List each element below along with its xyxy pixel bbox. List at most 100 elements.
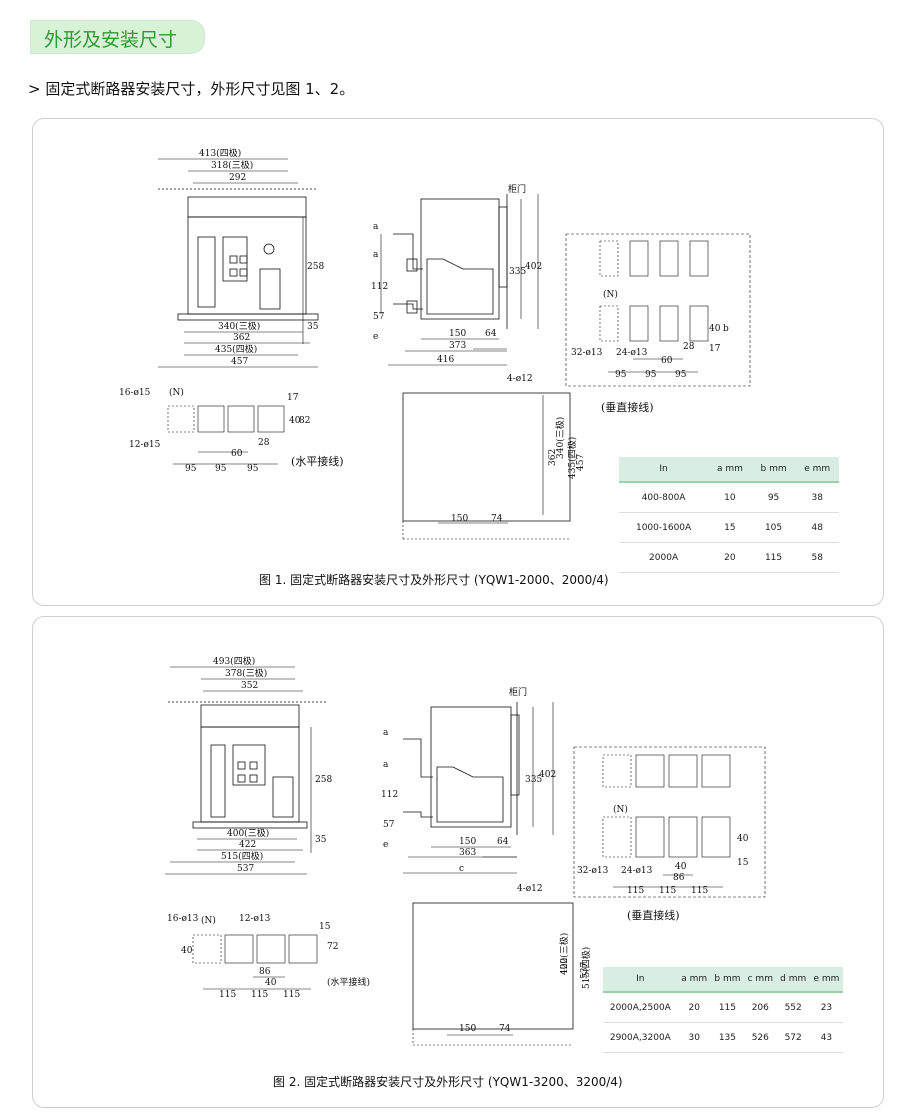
dim-label: 72	[327, 942, 338, 952]
dim-label: 28	[258, 438, 270, 448]
table-cell: 206	[744, 992, 777, 1023]
dim-label: 95	[615, 370, 627, 380]
dim-label: 35	[307, 322, 319, 332]
section-tab: 外形及安装尺寸	[30, 20, 205, 54]
dim-label: 335	[509, 267, 526, 277]
dim-label: e	[373, 332, 378, 342]
dim-label: 362	[233, 333, 250, 343]
dim-label: 292	[229, 173, 246, 183]
dim-label: 373	[449, 341, 466, 351]
table-cell: 23	[809, 992, 843, 1023]
dim-label: 74	[499, 1024, 511, 1034]
fig2-caption: 图 2. 固定式断路器安装尺寸及外形尺寸 (YQW1-3200、3200/4)	[273, 1075, 623, 1089]
dim-label: 435(四极)	[215, 343, 257, 355]
dim-label: 17	[709, 344, 721, 354]
table-row: 2000A,2500A 20 115 206 552 23	[603, 992, 843, 1023]
figure-1-panel: 413(四极) 318(三极) 292 258 35 340(三极) 362 4…	[32, 118, 884, 606]
dim-label: 515(四极)	[580, 947, 592, 989]
dim-label: 64	[485, 329, 497, 339]
dim-label: 16-ø15	[119, 388, 151, 398]
dim-label: 115	[219, 990, 236, 1000]
dim-label: 115	[251, 990, 268, 1000]
table-header: a mm	[708, 457, 752, 483]
dim-label: 16-ø13	[167, 914, 199, 924]
dim-label: 340(三极)	[218, 320, 260, 332]
dim-label: 150	[459, 837, 476, 847]
dim-label: 95	[645, 370, 657, 380]
dim-label: 150	[459, 1024, 476, 1034]
dim-label: 400(三极)	[227, 827, 269, 839]
table-header: c mm	[744, 967, 777, 993]
dim-label: 95	[247, 464, 259, 474]
dim-label: 115	[627, 886, 644, 896]
dim-label: 150	[451, 514, 468, 524]
table-row: 2000A 20 115 58	[619, 542, 839, 573]
dim-label: 64	[497, 837, 509, 847]
dim-label: (N)	[603, 289, 618, 300]
dim-label: a	[373, 250, 379, 260]
dim-label: 60	[661, 356, 673, 366]
table-cell: 15	[708, 512, 752, 543]
intro-text: > 固定式断路器安装尺寸，外形尺寸见图 1、2。	[28, 80, 355, 98]
dim-label: 82	[299, 416, 310, 426]
dim-label: 40	[675, 862, 687, 872]
dim-label: 74	[491, 514, 503, 524]
table-header: In	[603, 967, 678, 993]
table-header: e mm	[795, 457, 839, 483]
dim-label: 258	[307, 262, 324, 272]
fig1-caption: 图 1. 固定式断路器安装尺寸及外形尺寸 (YQW1-2000、2000/4)	[259, 573, 609, 587]
dim-label: 40	[289, 416, 301, 426]
dim-label: 537	[580, 962, 590, 979]
dim-label: a	[383, 760, 389, 770]
dim-label: 457	[576, 454, 586, 471]
dim-label: 35	[315, 835, 327, 845]
table-cell: 2900A,3200A	[603, 1022, 678, 1053]
table-cell: 115	[751, 542, 796, 573]
table-cell: 526	[744, 1022, 777, 1053]
dim-label: 40	[709, 324, 721, 334]
table-cell: 400-800A	[619, 482, 709, 513]
dim-label: 400(三极)	[558, 933, 570, 975]
dim-label: 12-ø13	[239, 914, 271, 924]
vertical-wiring-label: (垂直接线)	[601, 400, 654, 414]
dim-label: 362	[548, 449, 558, 466]
dim-label: 17	[287, 393, 299, 403]
horizontal-wiring-label: (水平接线)	[327, 976, 370, 988]
dim-label: 416	[437, 355, 454, 365]
dim-label: 363	[459, 848, 476, 858]
table-header: In	[619, 457, 709, 483]
figure-2-drawing	[165, 666, 766, 1046]
table-header: d mm	[776, 967, 810, 993]
dim-label: 57	[373, 312, 385, 322]
dim-label: 86	[259, 967, 271, 977]
table-cell: 10	[708, 482, 752, 513]
dim-label: 402	[539, 770, 556, 780]
dim-label: 15	[737, 858, 749, 868]
table-cell: 48	[795, 512, 839, 543]
table-header: b mm	[751, 457, 796, 483]
dim-label: 12-ø15	[129, 440, 161, 450]
dim-label: 4-ø12	[507, 374, 533, 384]
dim-label: 40	[181, 946, 193, 956]
table-row: 400-800A 10 95 38	[619, 482, 839, 513]
table-cell: 43	[809, 1022, 843, 1053]
dim-label: 493(四极)	[213, 655, 255, 667]
dim-label: 378(三极)	[225, 667, 267, 679]
fig1-label-layer: 413(四极) 318(三极) 292 258 35 340(三极) 362 4…	[119, 147, 729, 524]
dim-label: a	[373, 222, 379, 232]
dim-label: 335	[525, 775, 542, 785]
dim-label: 32-ø13	[571, 348, 603, 358]
dim-label: 32-ø13	[577, 866, 609, 876]
dim-label: 60	[231, 449, 243, 459]
dim-label: 57	[383, 820, 395, 830]
table-cell: 20	[708, 542, 752, 573]
dim-label: 28	[683, 342, 695, 352]
table-cell: 58	[795, 542, 839, 573]
dim-label: 457	[231, 357, 248, 367]
table-cell: 2000A	[619, 542, 709, 573]
table-row: 2900A,3200A 30 135 526 572 43	[603, 1022, 843, 1053]
table-cell: 95	[751, 482, 796, 513]
dim-label: b	[723, 324, 729, 334]
table-header: b mm	[710, 967, 745, 993]
table-row: 1000-1600A 15 105 48	[619, 512, 839, 543]
